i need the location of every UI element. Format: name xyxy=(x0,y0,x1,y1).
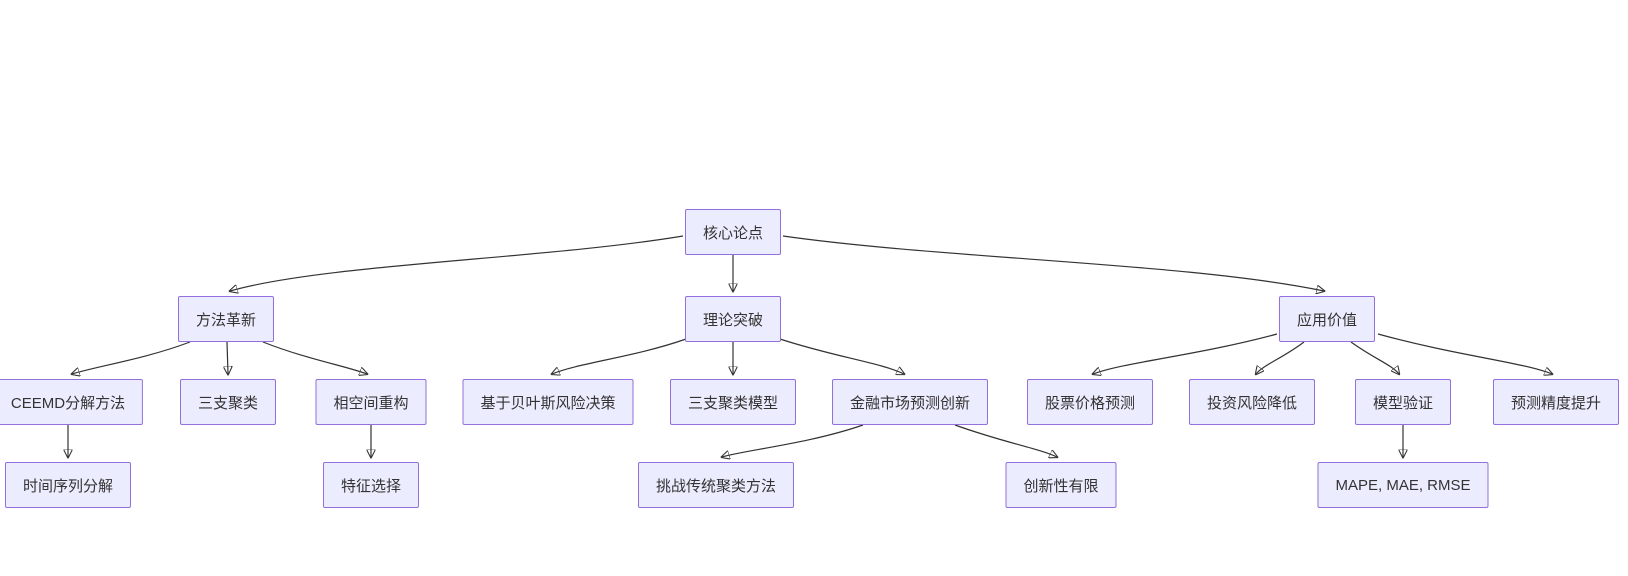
edge-application-value-model-validation xyxy=(1350,341,1399,374)
node-investment-risk-reduction: 投资风险降低 xyxy=(1188,379,1316,425)
edge-core-thesis-method-innovation xyxy=(230,235,684,291)
node-prediction-accuracy-improvement: 预测精度提升 xyxy=(1492,379,1620,425)
edge-method-innovation-ceemd-decomposition xyxy=(72,341,191,374)
node-three-way-clustering: 三支聚类 xyxy=(179,379,277,425)
node-core-thesis: 核心论点 xyxy=(684,209,782,255)
node-stock-price-prediction: 股票价格预测 xyxy=(1026,379,1154,425)
node-limited-novelty: 创新性有限 xyxy=(1005,462,1117,508)
edge-application-value-stock-price-prediction xyxy=(1093,333,1278,374)
node-application-value: 应用价值 xyxy=(1278,296,1376,342)
edge-method-innovation-phase-space-reconstruction xyxy=(262,341,367,374)
node-method-innovation: 方法革新 xyxy=(177,296,275,342)
edge-method-innovation-three-way-clustering xyxy=(227,341,228,374)
edge-financial-market-prediction-innovation-limited-novelty xyxy=(954,424,1057,457)
edge-application-value-investment-risk-reduction xyxy=(1256,341,1305,374)
node-time-series-decomposition: 时间序列分解 xyxy=(4,462,132,508)
node-feature-selection: 特征选择 xyxy=(322,462,420,508)
edge-theory-breakthrough-bayesian-risk-decision xyxy=(552,338,687,374)
node-ceemd-decomposition: CEEMD分解方法 xyxy=(0,379,144,425)
edge-financial-market-prediction-innovation-challenge-traditional-clustering xyxy=(722,424,864,457)
node-three-way-clustering-model: 三支聚类模型 xyxy=(669,379,797,425)
edge-application-value-prediction-accuracy-improvement xyxy=(1377,333,1552,374)
node-bayesian-risk-decision: 基于贝叶斯风险决策 xyxy=(462,379,634,425)
edge-theory-breakthrough-financial-market-prediction-innovation xyxy=(779,338,904,374)
edge-core-thesis-application-value xyxy=(782,235,1324,291)
node-error-metrics: MAPE, MAE, RMSE xyxy=(1317,462,1489,508)
node-model-validation: 模型验证 xyxy=(1354,379,1452,425)
node-theory-breakthrough: 理论突破 xyxy=(684,296,782,342)
node-financial-market-prediction-innovation: 金融市场预测创新 xyxy=(831,379,989,425)
node-phase-space-reconstruction: 相空间重构 xyxy=(315,379,427,425)
node-challenge-traditional-clustering: 挑战传统聚类方法 xyxy=(637,462,795,508)
